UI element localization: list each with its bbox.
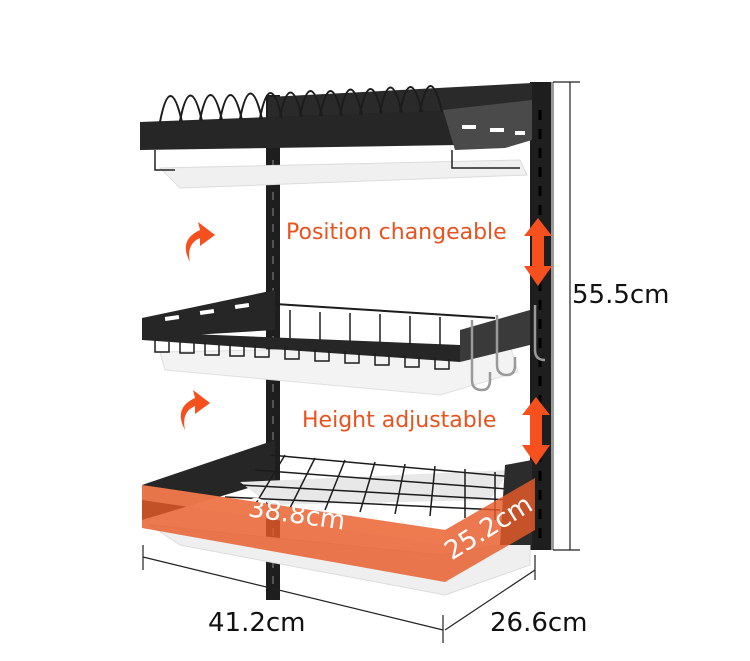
- width-dimension-label: 41.2cm: [208, 608, 306, 638]
- double-arrow-vertical-icon: [524, 218, 552, 286]
- height-dimension-line: [553, 81, 580, 551]
- height-dimension-label: 55.5cm: [572, 280, 670, 310]
- height-adjustable-label: Height adjustable: [302, 408, 497, 433]
- top-tier-dish-rack: [140, 83, 532, 189]
- position-changeable-label: Position changeable: [286, 220, 507, 245]
- bottom-tier-basket: [142, 440, 535, 596]
- middle-tier-bowl-rack: [142, 290, 546, 396]
- depth-dimension-label: 26.6cm: [490, 608, 588, 638]
- width-dimension-line: [142, 545, 444, 643]
- double-arrow-vertical-icon: [522, 397, 550, 465]
- curved-arrow-icon: [180, 390, 210, 430]
- curved-arrow-icon: [185, 222, 215, 262]
- depth-dimension-line: [444, 555, 536, 631]
